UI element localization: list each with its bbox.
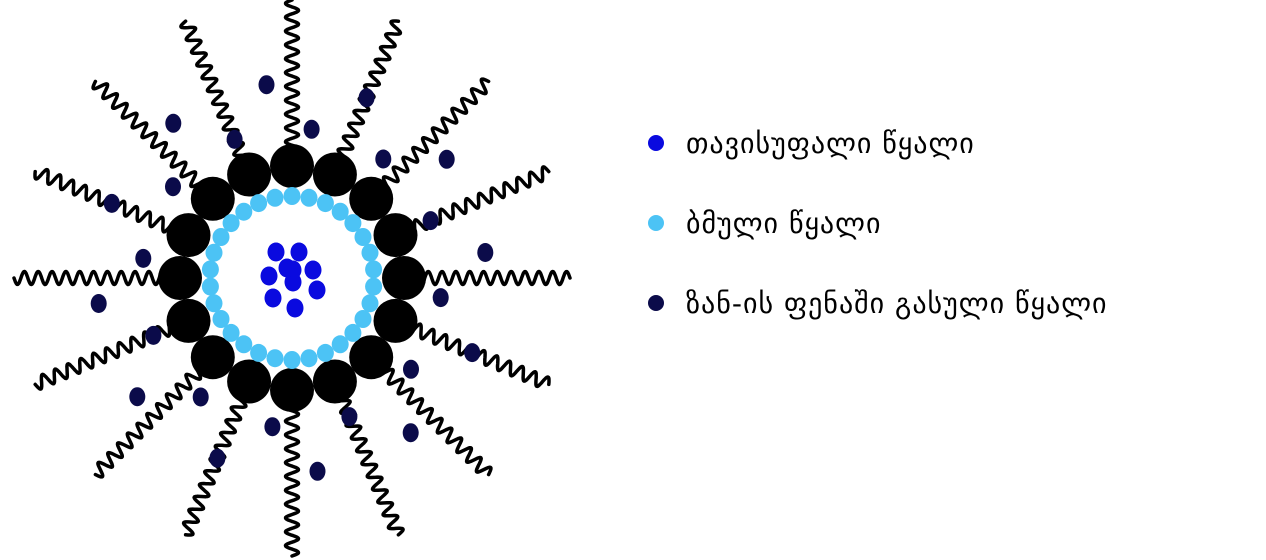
surfactant-head	[349, 177, 393, 221]
free-water-marker-icon	[648, 135, 664, 151]
bound-water-molecule	[202, 278, 219, 296]
bound-water-molecule	[202, 260, 219, 278]
trapped-water-molecule	[403, 423, 419, 442]
bound-water-marker-icon	[648, 215, 664, 231]
surfactant-head	[227, 153, 271, 197]
trapped-water-molecule	[264, 417, 280, 436]
legend-label-bound-water: ბმული წყალი	[686, 207, 881, 240]
surfactant-head	[313, 360, 357, 404]
trapped-water-marker-icon	[648, 295, 664, 311]
trapped-water-molecule	[310, 462, 326, 481]
bound-water-molecule	[332, 335, 349, 353]
bound-water-molecule	[317, 344, 334, 362]
bound-water-molecule	[206, 294, 223, 312]
bound-water-molecule	[284, 351, 301, 369]
surfactant-tail	[181, 21, 254, 174]
bound-water-molecule	[301, 349, 318, 367]
surfactant-head	[167, 299, 211, 343]
bound-water-molecule	[250, 344, 267, 362]
trapped-water-molecule	[403, 360, 419, 379]
surfactant-head	[158, 256, 202, 300]
bound-water-molecule	[267, 189, 284, 207]
bound-water-molecule	[206, 244, 223, 262]
trapped-water-molecule	[464, 343, 480, 362]
surfactant-head	[270, 368, 314, 412]
trapped-water-molecule	[259, 75, 275, 94]
trapped-water-molecule	[439, 150, 455, 169]
bound-water-molecule	[235, 203, 252, 221]
bound-water-molecule	[365, 278, 382, 296]
bound-water-molecule	[317, 194, 334, 212]
surfactant-tail	[93, 81, 215, 198]
free-water-molecule	[305, 261, 322, 280]
surfactant-tail	[369, 357, 491, 474]
trapped-water-molecule	[129, 387, 145, 406]
trapped-water-molecule	[423, 211, 439, 230]
surfactant-head	[349, 335, 393, 379]
bound-water-molecule	[301, 189, 318, 207]
free-water-molecule	[291, 243, 308, 262]
trapped-water-molecule	[341, 407, 357, 426]
trapped-water-molecule	[165, 177, 181, 196]
free-water-molecule	[268, 243, 285, 262]
surfactant-head	[374, 299, 418, 343]
legend-label-free-water: თავისუფალი წყალი	[686, 127, 975, 160]
surfactant-tail	[35, 316, 188, 389]
trapped-water-molecule	[359, 88, 375, 107]
surfactant-tail	[286, 0, 299, 166]
trapped-water-molecule	[209, 449, 225, 468]
surfactant-tail	[286, 390, 299, 556]
surfactant-tail	[404, 272, 570, 285]
legend-item-free-water: თავისუფალი წყალი	[648, 128, 1258, 158]
surfactant-head	[191, 335, 235, 379]
legend: თავისუფალი წყალი ბმული წყალი ზან-ის ფენა…	[648, 128, 1258, 368]
trapped-water-molecule	[375, 150, 391, 169]
surfactant-tail	[396, 167, 549, 240]
trapped-water-molecule	[227, 130, 243, 149]
free-water-molecule	[279, 259, 296, 278]
legend-item-trapped-water: ზან-ის ფენაში გასული წყალი	[648, 288, 1258, 318]
surfactant-tail	[95, 355, 212, 477]
bound-water-molecule	[362, 294, 379, 312]
reverse-micelle-diagram	[0, 0, 580, 560]
legend-item-bound-water: ბმული წყალი	[648, 208, 1258, 238]
trapped-water-molecule	[135, 249, 151, 268]
surfactant-head	[313, 153, 357, 197]
surfactant-head	[382, 256, 426, 300]
surfactant-tail	[330, 382, 403, 535]
bound-water-molecule	[213, 310, 230, 328]
free-water-molecule	[287, 299, 304, 318]
trapped-water-molecule	[304, 120, 320, 139]
free-water-molecule	[309, 281, 326, 300]
free-water-molecule	[265, 289, 282, 308]
trapped-water-molecule	[104, 194, 120, 213]
trapped-water-molecule	[477, 243, 493, 262]
trapped-water-molecule	[433, 288, 449, 307]
surfactant-head	[167, 213, 211, 257]
free-water-molecule	[261, 267, 278, 286]
bound-water-molecule	[355, 228, 372, 246]
bound-water-molecule	[284, 187, 301, 205]
surfactant-head	[227, 360, 271, 404]
trapped-water-molecule	[165, 114, 181, 133]
surfactant-head	[270, 144, 314, 188]
bound-water-molecule	[365, 260, 382, 278]
bound-water-molecule	[250, 194, 267, 212]
bound-water-molecule	[267, 349, 284, 367]
surfactant-tail	[14, 272, 180, 285]
trapped-water-molecule	[91, 294, 107, 313]
free-water-group	[261, 243, 326, 318]
bound-water-molecule	[362, 244, 379, 262]
surfactant-tail	[371, 79, 488, 201]
trapped-water-molecule	[145, 326, 161, 345]
legend-label-trapped-water: ზან-ის ფენაში გასული წყალი	[686, 287, 1108, 320]
surfactant-head	[191, 177, 235, 221]
surfactant-head	[374, 213, 418, 257]
trapped-water-molecule	[193, 388, 209, 407]
